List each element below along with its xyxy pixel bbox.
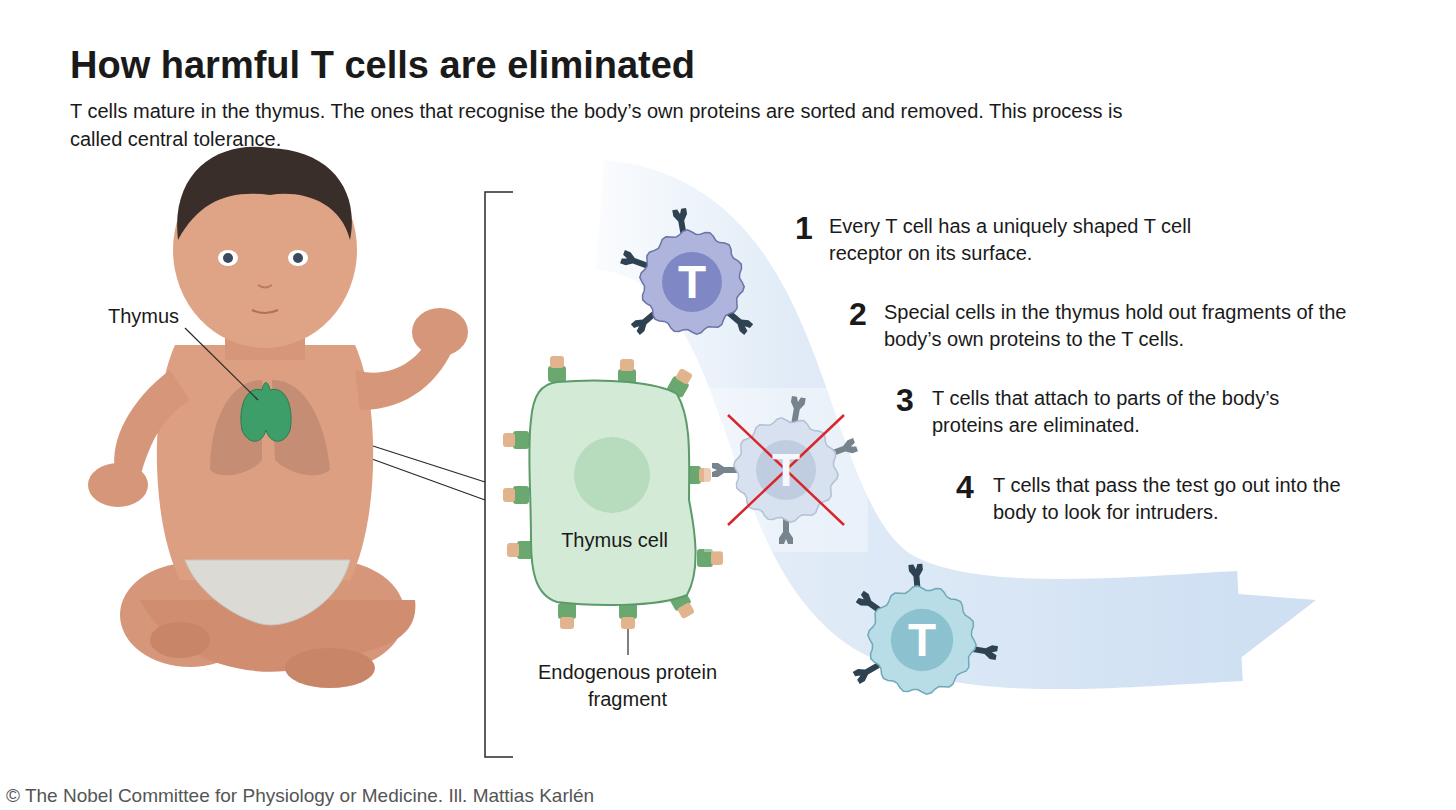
cell-membrane bbox=[868, 586, 976, 694]
cell-detail bbox=[513, 486, 529, 504]
subtitle: T cells mature in the thymus. The ones t… bbox=[70, 97, 1145, 153]
cell-detail bbox=[558, 603, 576, 619]
cell-detail bbox=[711, 551, 723, 565]
protein-fragment bbox=[619, 603, 637, 629]
node-text-holder: T bbox=[704, 388, 868, 552]
protein-fragment bbox=[558, 603, 576, 629]
cell-outline bbox=[527, 380, 702, 605]
title: How harmful T cells are eliminated bbox=[70, 44, 970, 87]
node-text-holder: Thymus cell bbox=[527, 529, 702, 552]
protein-fragment bbox=[503, 486, 529, 504]
leader-line bbox=[185, 328, 258, 400]
cell-letter: T bbox=[772, 443, 800, 497]
step-text: Special cells in the thymus hold out fra… bbox=[884, 299, 1374, 353]
cell-membrane bbox=[640, 230, 744, 334]
t-cell: T bbox=[704, 388, 868, 552]
cell-membrane bbox=[529, 381, 695, 606]
protein-fragment bbox=[507, 541, 533, 559]
cell-detail bbox=[675, 368, 693, 385]
cell-detail bbox=[513, 431, 529, 449]
cell-detail bbox=[503, 433, 515, 447]
part-label: Thymus bbox=[108, 305, 179, 328]
step-text: T cells that pass the test go out into t… bbox=[993, 472, 1343, 526]
cell-detail bbox=[548, 366, 566, 382]
callout-number: 2 bbox=[849, 296, 867, 333]
node-text-holder: T bbox=[610, 200, 774, 364]
cell-nucleus bbox=[891, 609, 953, 671]
protein-fragment bbox=[503, 431, 529, 449]
cell-nucleus bbox=[574, 437, 650, 513]
baby-figure bbox=[88, 147, 468, 688]
copyright: © The Nobel Committee for Physiology or … bbox=[6, 785, 594, 807]
thymus-cell: Thymus cell bbox=[527, 380, 702, 605]
cell-detail bbox=[560, 617, 574, 629]
bracket bbox=[485, 192, 513, 757]
callout-number: 4 bbox=[956, 469, 974, 506]
protein-fragment bbox=[548, 356, 566, 382]
cell-detail bbox=[620, 359, 634, 371]
flow-band bbox=[600, 215, 1316, 660]
fade bbox=[704, 388, 868, 552]
callout-number: 1 bbox=[795, 210, 813, 247]
cell-detail bbox=[621, 617, 635, 629]
callout-number: 3 bbox=[896, 382, 914, 419]
cell-letter: T bbox=[908, 613, 936, 667]
cell-letter: T bbox=[678, 255, 706, 309]
elimination-cross bbox=[728, 415, 844, 525]
step-text: Every T cell has a uniquely shaped T cel… bbox=[829, 213, 1249, 267]
step-text: T cells that attach to parts of the body… bbox=[932, 385, 1287, 439]
node-text-holder: T bbox=[838, 556, 1006, 724]
cell-detail bbox=[550, 356, 564, 368]
cell-nucleus bbox=[662, 252, 722, 312]
cell-detail bbox=[503, 488, 515, 502]
cell-detail bbox=[507, 543, 519, 557]
cell-detail bbox=[677, 602, 695, 619]
part-label: Endogenous protein fragment bbox=[520, 659, 735, 713]
cell-label: Thymus cell bbox=[527, 529, 702, 552]
t-cell: T bbox=[610, 200, 774, 364]
t-cell: T bbox=[838, 556, 1006, 724]
